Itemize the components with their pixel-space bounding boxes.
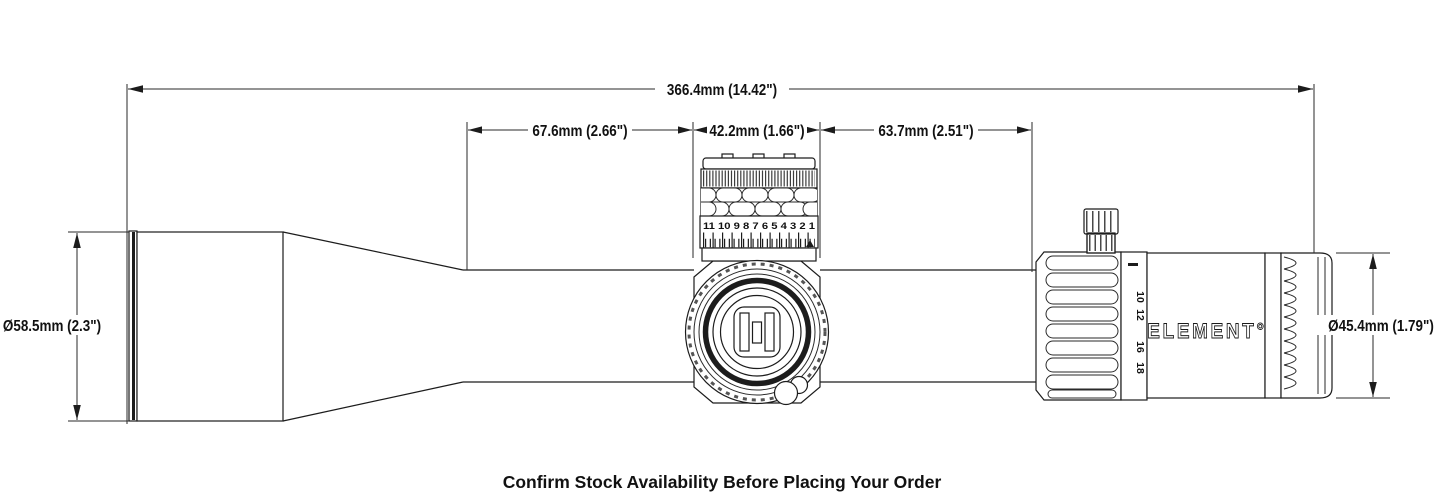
brand-logo-text: ELEMENT° xyxy=(1147,320,1266,343)
zoom-ring-ridges xyxy=(1045,255,1119,399)
taper-cone xyxy=(282,231,464,422)
dim-overall-length: 366.4mm (14.42") xyxy=(126,79,1315,424)
turret-base xyxy=(701,247,817,262)
turret-dial: 11 10 9 8 7 6 5 4 3 2 1 xyxy=(699,215,819,249)
dim-objective-diameter-label: Ø58.5mm (2.3") xyxy=(3,318,101,335)
dim-objective-diameter: Ø58.5mm (2.3") xyxy=(3,231,129,422)
dim-front-tube-label: 67.6mm (2.66") xyxy=(532,123,627,140)
dim-rear-tube: 63.7mm (2.51") xyxy=(821,121,1033,272)
dim-ocular-diameter: Ø45.4mm (1.79") xyxy=(1316,252,1445,399)
mag-number: 12 xyxy=(1134,309,1146,321)
objective-bell xyxy=(128,230,284,422)
parallax-knob xyxy=(684,259,830,406)
turret-index-mark xyxy=(806,240,814,247)
dim-overall-length-label: 366.4mm (14.42") xyxy=(667,82,777,99)
turret-dial-numbers: 11 10 9 8 7 6 5 4 3 2 1 xyxy=(703,221,816,232)
dim-front-tube: 67.6mm (2.66") xyxy=(466,121,694,270)
dim-saddle-label: 42.2mm (1.66") xyxy=(709,123,804,140)
element-logo-icon xyxy=(733,306,781,358)
turret-cap xyxy=(702,157,816,170)
eyepiece-gap-ring xyxy=(1264,252,1282,399)
mag-number: 16 xyxy=(1134,341,1146,353)
dim-saddle: 42.2mm (1.66") xyxy=(694,121,821,258)
elevation-turret: 11 10 9 8 7 6 5 4 3 2 1 xyxy=(699,153,819,262)
zoom-ring xyxy=(1035,208,1122,401)
dimension-annotations: 366.4mm (14.42") 67.6mm (2.66") 42.2mm (… xyxy=(3,79,1445,424)
knob-lever xyxy=(773,375,809,406)
scope-body: 11 10 9 8 7 6 5 4 3 2 1 xyxy=(128,153,1333,422)
mag-index-tick xyxy=(1128,263,1138,266)
magnification-strip: 10 12 16 18 xyxy=(1120,251,1148,401)
stock-availability-caption: Confirm Stock Availability Before Placin… xyxy=(503,472,942,492)
mag-number: 10 xyxy=(1134,291,1146,303)
main-tube-front xyxy=(463,269,694,383)
dim-ocular-diameter-label: Ø45.4mm (1.79") xyxy=(1328,318,1434,335)
throw-lever-stud xyxy=(1083,208,1119,254)
eyepiece: ELEMENT° xyxy=(1146,252,1282,399)
turret-grip-rings xyxy=(700,187,818,217)
dim-rear-tube-label: 63.7mm (2.51") xyxy=(878,123,973,140)
mag-number: 18 xyxy=(1134,362,1146,374)
main-tube-rear xyxy=(820,269,1036,383)
